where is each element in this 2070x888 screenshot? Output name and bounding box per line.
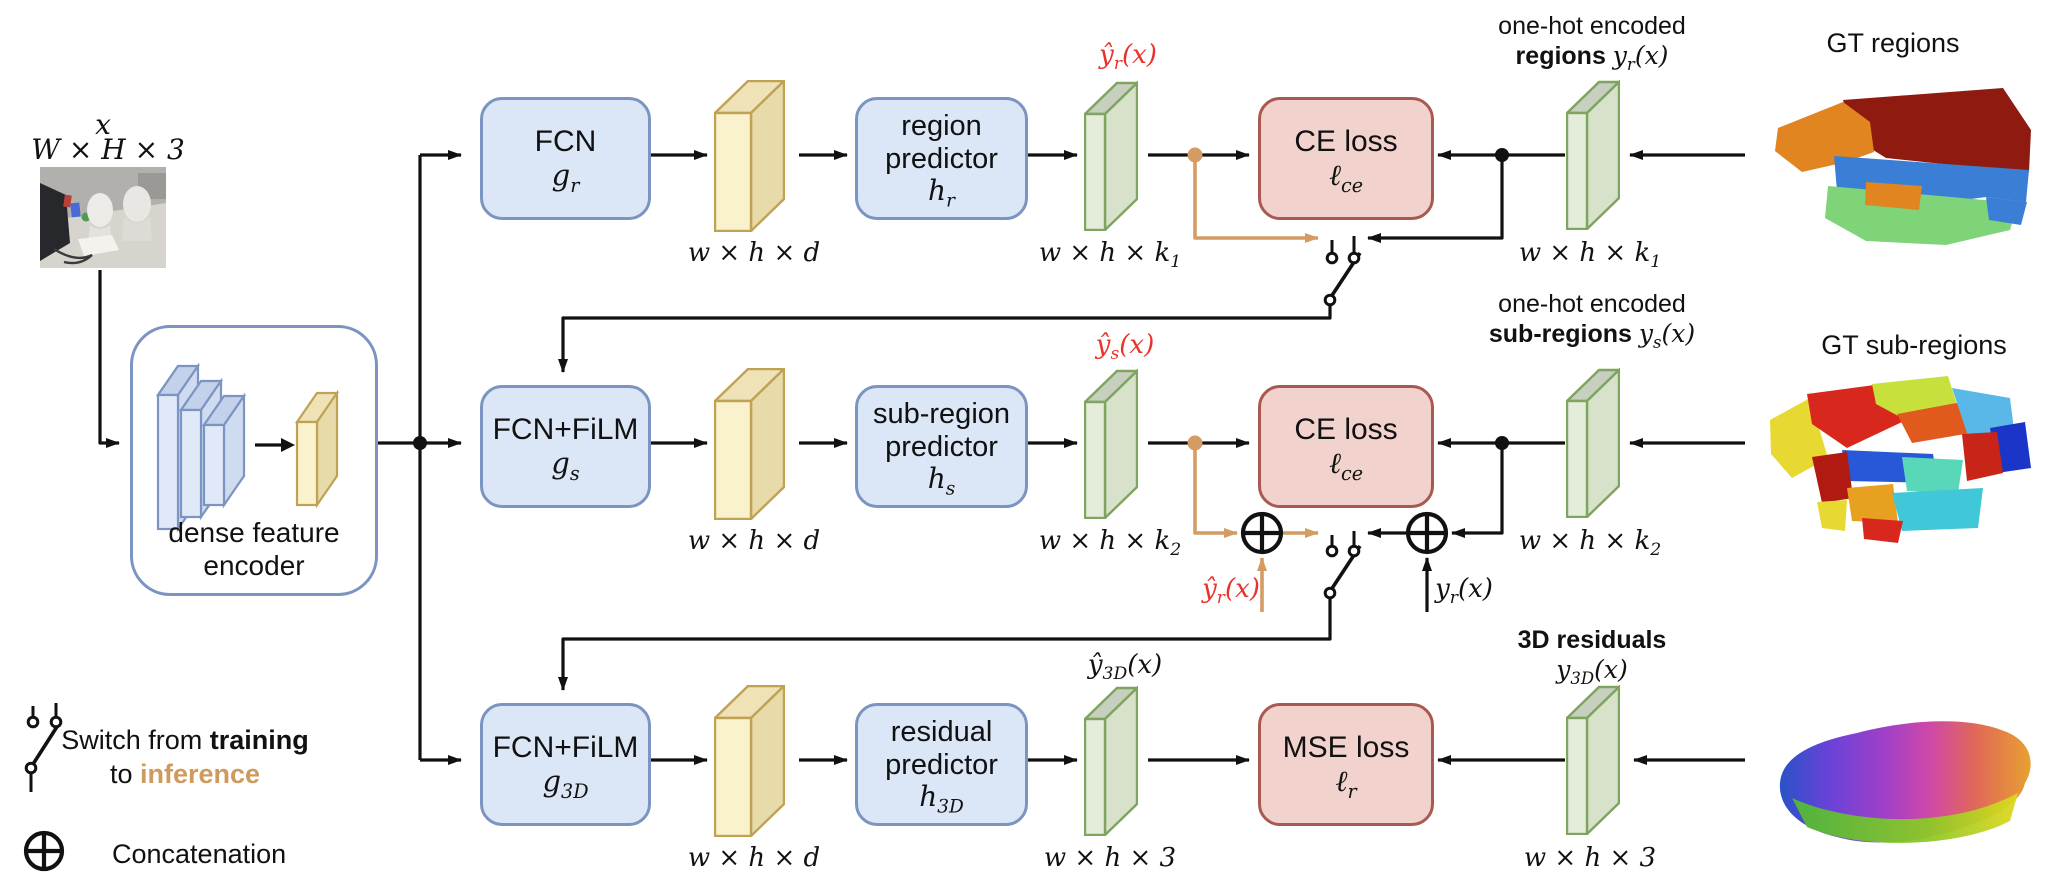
predictor-box-row2: sub-region predictor hs xyxy=(855,385,1028,508)
backbone-label: FCN+FiLM xyxy=(492,413,639,447)
loss-math: ℓce xyxy=(1328,446,1364,485)
encoder-label: dense feature encoder xyxy=(168,516,340,582)
input-var-label: x xyxy=(95,108,111,141)
gt-dims-row3: w × h × 3 xyxy=(1523,843,1657,873)
input-image xyxy=(40,167,166,268)
junction-dot-pred-r1 xyxy=(1187,147,1203,163)
predictor-math: hs xyxy=(927,462,956,500)
predictor-label2: predictor xyxy=(885,748,998,781)
arrow-input-to-encoder xyxy=(98,270,120,448)
gt-label-row2: one-hot encoded sub-regions ys(x) xyxy=(1488,290,1696,352)
prediction-dims-row3: w × h × 3 xyxy=(1043,843,1177,873)
gt-label-row3: 3D residuals y3D(x) xyxy=(1517,626,1667,688)
loss-box-row3: MSE loss ℓr xyxy=(1258,703,1434,826)
junction-dot-pred-r2 xyxy=(1187,435,1203,451)
loss-math: ℓce xyxy=(1328,158,1364,197)
gt-volume-row1 xyxy=(1566,80,1620,230)
concat-gt-input-label-row2: yr(x) xyxy=(1435,574,1493,609)
gt-image-title-row2: GT sub-regions xyxy=(1821,330,2007,360)
inference-branch-r2 xyxy=(1193,445,1238,538)
backbone-math: gs xyxy=(551,446,580,485)
prediction-dims-row1: w × h × k1 xyxy=(1038,238,1182,273)
feature-volume-row3 xyxy=(714,685,785,837)
predictor-label: region xyxy=(901,110,982,143)
backbone-label: FCN+FiLM xyxy=(492,731,639,765)
legend-concat-icon xyxy=(23,830,65,872)
switch-icon-row1 xyxy=(1323,236,1362,307)
gt-dims-row1: w × h × k1 xyxy=(1518,238,1662,273)
prediction-dims-row2: w × h × k2 xyxy=(1038,526,1182,561)
prediction-label-row1: ŷr(x) xyxy=(1099,40,1157,75)
junction-dot-gt-r1 xyxy=(1495,148,1509,162)
prediction-label-row3: ŷ3D(x) xyxy=(1087,650,1163,685)
predictor-label2: predictor xyxy=(885,142,998,175)
predictor-label: residual xyxy=(890,716,993,749)
input-dims-label: W × H × 3 xyxy=(31,133,185,166)
junction-dot-gt-r2 xyxy=(1495,436,1509,450)
feature-volume-row2 xyxy=(714,368,785,520)
loss-label: MSE loss xyxy=(1282,731,1410,765)
prediction-volume-row1 xyxy=(1084,81,1138,231)
backbone-math: g3D xyxy=(542,764,589,803)
conv-stack-icon xyxy=(155,362,340,533)
legend-concat-label: Concatenation xyxy=(112,839,287,869)
legend-switch-label: Switch from training to inference xyxy=(61,725,309,789)
feature-dims-row2: w × h × d xyxy=(687,526,821,556)
inference-branch-r1 xyxy=(1193,157,1319,243)
branch-gt-to-concat-r2 xyxy=(1451,443,1504,538)
concat-icon-gt-r2 xyxy=(1405,511,1449,555)
loss-label: CE loss xyxy=(1294,413,1398,447)
gt-subregions-image xyxy=(1770,376,2031,543)
backbone-box-row1: FCN gr xyxy=(480,97,651,220)
predictor-math: h3D xyxy=(919,780,964,818)
switch-icon-row2 xyxy=(1323,531,1362,600)
predictor-label: sub-region xyxy=(872,398,1011,431)
feature-dims-row3: w × h × d xyxy=(687,843,821,873)
feature-volume-row1 xyxy=(714,80,785,232)
backbone-label: FCN xyxy=(534,125,597,159)
backbone-box-row3: FCN+FiLM g3D xyxy=(480,703,651,826)
gt-residuals-image xyxy=(1779,721,2031,843)
gt-volume-row3 xyxy=(1566,685,1620,835)
feedback-row1-to-row2 xyxy=(558,305,1332,373)
loss-box-row2: CE loss ℓce xyxy=(1258,385,1434,508)
loss-label: CE loss xyxy=(1294,125,1398,159)
feature-dims-row1: w × h × d xyxy=(687,238,821,268)
junction-dot-trunk xyxy=(413,436,427,450)
backbone-math: gr xyxy=(551,158,580,197)
prediction-volume-row2 xyxy=(1084,369,1138,519)
gt-regions-image xyxy=(1775,88,2031,245)
legend-switch-icon xyxy=(24,703,63,792)
loss-math: ℓr xyxy=(1335,764,1357,803)
backbone-box-row2: FCN+FiLM gs xyxy=(480,385,651,508)
gt-label-row1: one-hot encoded regions yr(x) xyxy=(1498,12,1686,74)
dense-feature-encoder: dense feature encoder xyxy=(130,325,378,596)
predictor-label2: predictor xyxy=(885,430,998,463)
gt-volume-row2 xyxy=(1566,368,1620,518)
predictor-box-row1: region predictor hr xyxy=(855,97,1028,220)
loss-box-row1: CE loss ℓce xyxy=(1258,97,1434,220)
predictor-math: hr xyxy=(928,174,955,212)
branch-gt-to-switch-r1 xyxy=(1367,155,1504,243)
predictor-box-row3: residual predictor h3D xyxy=(855,703,1028,826)
prediction-label-row2: ŷs(x) xyxy=(1095,330,1155,365)
feedback-row2-to-row3 xyxy=(558,598,1332,691)
gt-image-title-row1: GT regions xyxy=(1826,28,1960,58)
concat-pred-input-label-row2: ŷr(x) xyxy=(1202,574,1260,609)
concat-icon-pred-r2 xyxy=(1240,511,1284,555)
gt-dims-row2: w × h × k2 xyxy=(1518,526,1662,561)
prediction-volume-row3 xyxy=(1084,686,1138,836)
